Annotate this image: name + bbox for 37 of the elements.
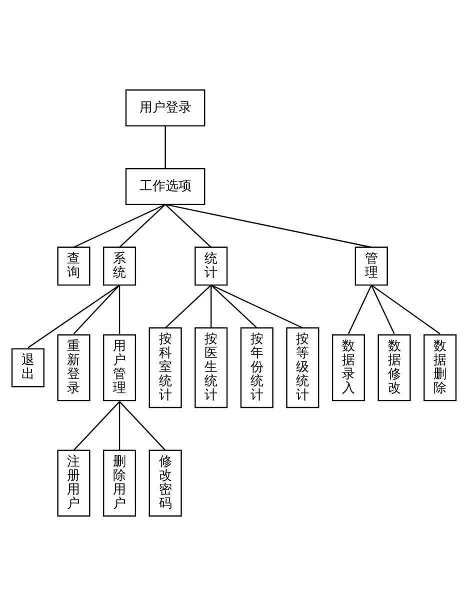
connector: [164, 125, 166, 168]
connector: [118, 284, 120, 334]
node-box: 工作选项: [125, 168, 206, 205]
connector: [118, 401, 120, 450]
node-box: 系统: [103, 246, 136, 286]
connector: [119, 204, 166, 248]
connector: [348, 284, 372, 334]
node-box: 按医生统计: [194, 326, 228, 408]
node-box: 用户管理: [103, 334, 136, 401]
node-box: 数据录入: [332, 334, 365, 401]
node-box: 数据修改: [378, 334, 411, 401]
node-box: 管理: [354, 246, 388, 286]
node-box: 统计: [194, 246, 228, 286]
node-box: 按等级统计: [286, 326, 320, 408]
connector: [73, 284, 120, 334]
node-box: 数据删除: [424, 334, 457, 401]
connector: [73, 203, 166, 248]
node-box: 用户登录: [125, 88, 206, 126]
connector: [210, 284, 303, 328]
connector: [28, 284, 120, 348]
node-box: 重新登录: [57, 334, 90, 401]
node-box: 查询: [57, 246, 90, 286]
node-box: 注册用户: [57, 449, 90, 516]
node-box: 退出: [11, 348, 44, 387]
node-box: 按科室统计: [148, 326, 182, 408]
node-box: 修改密码: [148, 449, 182, 516]
connector: [119, 400, 166, 450]
connector: [371, 284, 440, 334]
connector: [210, 284, 212, 328]
node-box: 按年份统计: [240, 326, 274, 408]
connector: [370, 284, 395, 334]
connector: [164, 284, 212, 328]
connector: [73, 400, 120, 450]
connector: [164, 204, 212, 248]
connector: [210, 284, 258, 328]
connector: [165, 203, 372, 248]
node-box: 删除用户: [103, 449, 136, 516]
